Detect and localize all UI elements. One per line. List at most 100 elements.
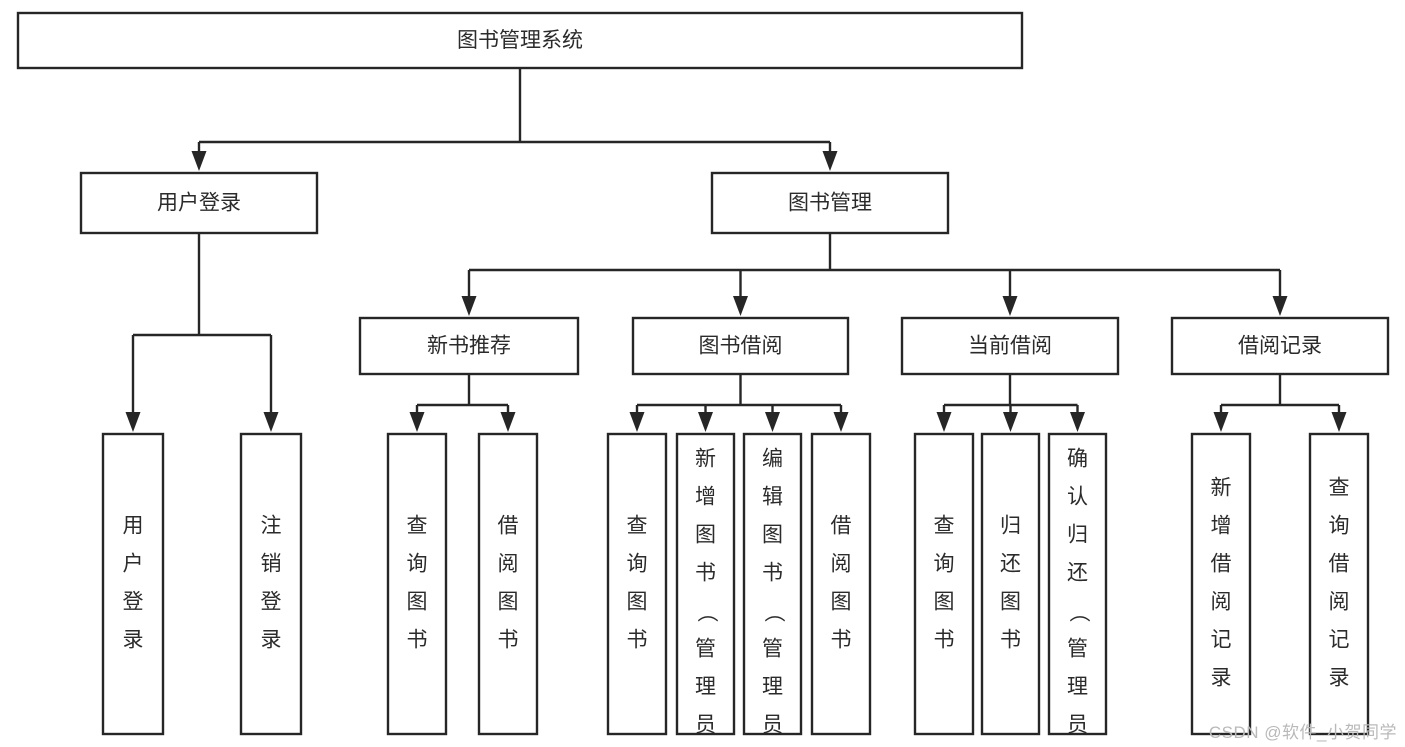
node-label-char: 询 [407,553,428,576]
node-box-leaf-add-borrow-record[interactable] [1190,432,1252,736]
node-label-char: 新 [695,448,716,471]
node-label-char: 书 [762,562,783,585]
node-label-char: 登 [261,591,282,614]
node-box-leaf-edit-book[interactable] [742,432,803,736]
arrow-head [461,296,477,316]
node-label-char: 询 [627,553,648,576]
node-label-char: 查 [1329,477,1350,500]
node-label-char: 书 [934,629,955,652]
node-label-char: 书 [407,629,428,652]
node-label-char: （ [762,602,785,623]
node-label-char: 增 [1211,515,1232,538]
node-new-book-recommend[interactable]: 新书推荐 [358,316,580,376]
node-box-leaf-query-book-current[interactable] [913,432,975,736]
node-label-char: 图 [934,591,955,614]
arrow-head [1003,412,1018,432]
node-box-leaf-query-book-rec[interactable] [386,432,448,736]
arrow-head [500,412,516,432]
node-label-char: 借 [1329,553,1350,576]
node-box-current-borrow[interactable] [900,316,1120,376]
node-label-char: 编 [762,448,783,471]
node-label-char: 员 [762,714,783,737]
csdn-watermark: CSDN @软件_小贺同学 [1208,723,1397,742]
node-label-char: 归 [1000,515,1021,538]
node-box-leaf-borrow-book-rec[interactable] [477,432,539,736]
arrow-head [1213,412,1229,432]
node-label-char: 查 [934,515,955,538]
arrow-head [1070,412,1085,432]
node-label-char: 书 [498,629,519,652]
arrow-head [629,412,645,432]
node-label-new-book-recommend: 新书推荐 [427,335,511,358]
node-box-user-login[interactable] [79,171,319,235]
node-leaf-user-login[interactable]: 用户登录 [101,432,165,736]
node-box-leaf-borrow-book[interactable] [810,432,872,736]
node-current-borrow[interactable]: 当前借阅 [900,316,1120,376]
node-label-char: 注 [261,515,282,538]
node-box-leaf-add-book[interactable] [675,432,736,736]
arrow-head [1331,412,1347,432]
node-label-char: 图 [695,524,716,547]
node-label-char: 书 [1000,629,1021,652]
node-box-leaf-user-login[interactable] [101,432,165,736]
node-label-char: 借 [498,515,519,538]
node-box-new-book-recommend[interactable] [358,316,580,376]
node-borrow-record[interactable]: 借阅记录 [1170,316,1390,376]
node-box-leaf-query-book-borrow[interactable] [606,432,668,736]
node-box-leaf-confirm-return[interactable] [1047,432,1108,736]
node-label-book-borrow: 图书借阅 [699,335,783,358]
node-box-book-manage[interactable] [710,171,950,235]
node-box-leaf-logout[interactable] [239,432,303,736]
node-box-leaf-query-borrow-record[interactable] [1308,432,1370,736]
node-box-root[interactable] [16,11,1024,70]
node-label-book-manage: 图书管理 [788,192,872,215]
node-label-char: （ [1067,602,1090,623]
node-label-char: 新 [1211,477,1232,500]
node-layer: 图书管理系统用户登录图书管理新书推荐图书借阅当前借阅借阅记录用户登录注销登录查询… [16,11,1390,747]
arrow-head [1272,296,1288,316]
node-label-char: 询 [1329,515,1350,538]
node-label-char: 员 [695,714,716,737]
node-box-leaf-return-book[interactable] [980,432,1041,736]
node-label-char: 阅 [831,553,852,576]
node-label-borrow-record: 借阅记录 [1238,335,1322,358]
node-label-char: 图 [627,591,648,614]
arrow-head [125,412,141,432]
node-label-current-borrow: 当前借阅 [968,335,1052,358]
node-box-book-borrow[interactable] [631,316,850,376]
node-label-char: 录 [1329,667,1350,690]
node-book-borrow[interactable]: 图书借阅 [631,316,850,376]
arrow-head [698,412,713,432]
node-label-char: 管 [762,638,783,661]
node-label-char: 员 [1067,714,1088,737]
node-label-char: 询 [934,553,955,576]
node-user-login[interactable]: 用户登录 [79,171,319,235]
node-box-borrow-record[interactable] [1170,316,1390,376]
arrow-head [765,412,780,432]
arrow-head [833,412,849,432]
node-root[interactable]: 图书管理系统 [16,11,1024,70]
node-book-manage[interactable]: 图书管理 [710,171,950,235]
node-label-char: 确 [1067,448,1088,471]
node-label-char: 图 [407,591,428,614]
node-label-char: 书 [831,629,852,652]
node-label-char: 理 [762,676,783,699]
node-label-char: 图 [762,524,783,547]
node-label-char: 阅 [1329,591,1350,614]
node-label-char: 录 [123,629,144,652]
node-label-char: 认 [1067,486,1088,509]
